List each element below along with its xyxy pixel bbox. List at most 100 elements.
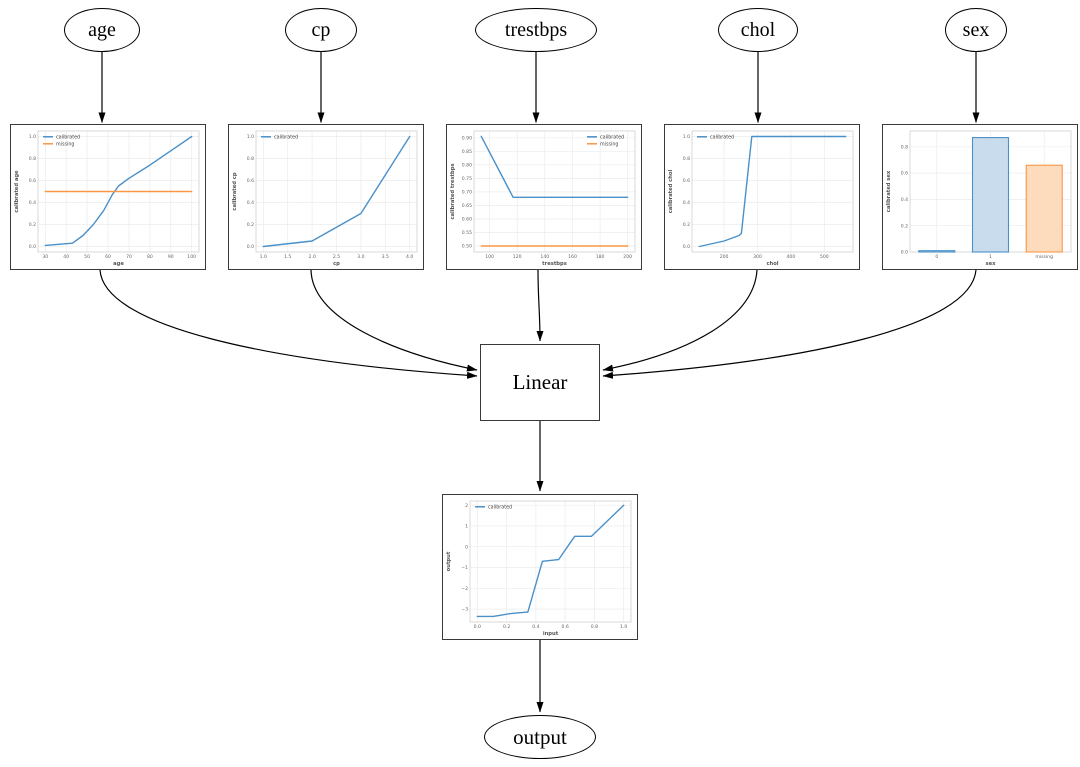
svg-text:1: 1 [989,254,992,260]
svg-text:calibrated: calibrated [56,135,80,141]
node-cp: cp [285,8,357,52]
svg-text:calibrated: calibrated [710,135,734,141]
svg-text:50: 50 [84,254,90,260]
svg-text:0.55: 0.55 [462,230,472,236]
svg-text:missing: missing [56,142,74,148]
svg-text:1.5: 1.5 [284,254,291,260]
svg-text:output: output [446,551,452,571]
node-chol: chol [718,8,798,52]
svg-text:0.8: 0.8 [591,624,598,630]
svg-text:0.85: 0.85 [462,149,472,155]
trestbps-calibration-chart: 100 120 140 160 180 200 0.50 0.55 0.60 0.65 0.70 0.… [450,130,636,267]
svg-text:0.4: 0.4 [683,200,690,206]
svg-text:160: 160 [568,254,577,260]
svg-text:40: 40 [63,254,69,260]
svg-text:70: 70 [126,254,132,260]
calibration-plot-trestbps: 100 120 140 160 180 200 0.50 0.55 0.60 0.65 0.70 0.… [446,124,642,270]
svg-text:calibrated: calibrated [488,505,512,511]
svg-text:missing: missing [600,142,618,148]
svg-text:0.0: 0.0 [474,624,481,630]
svg-text:0.90: 0.90 [462,135,472,141]
svg-text:calibrated: calibrated [274,135,298,141]
svg-text:0.0: 0.0 [901,250,908,256]
svg-text:calibrated trestbps: calibrated trestbps [450,163,456,219]
svg-text:−1: −1 [461,565,468,571]
svg-text:0.60: 0.60 [462,217,472,223]
svg-text:100: 100 [187,254,196,260]
svg-text:calibrated cp: calibrated cp [232,172,238,210]
svg-text:0.0: 0.0 [247,244,254,250]
svg-text:1.0: 1.0 [620,624,627,630]
svg-text:0.8: 0.8 [683,156,690,162]
svg-text:0.2: 0.2 [901,223,908,229]
svg-text:0.6: 0.6 [29,178,36,184]
svg-text:0.65: 0.65 [462,203,472,209]
svg-text:0.4: 0.4 [901,197,908,203]
svg-text:0.6: 0.6 [683,178,690,184]
svg-text:1.0: 1.0 [29,134,36,140]
node-trestbps: trestbps [475,8,597,52]
svg-text:input: input [543,631,559,637]
svg-text:140: 140 [540,254,549,260]
svg-text:0.70: 0.70 [462,190,472,196]
svg-text:0.6: 0.6 [561,624,568,630]
svg-text:calibrated: calibrated [600,135,624,141]
svg-text:calibrated chol: calibrated chol [668,170,674,214]
svg-text:1.0: 1.0 [683,134,690,140]
svg-text:200: 200 [623,254,632,260]
svg-text:0: 0 [935,254,938,260]
node-linear: Linear [480,344,600,421]
svg-text:−3: −3 [461,607,468,613]
output-calibration-chart: 0.0 0.2 0.4 0.6 0.8 1.0 −3 −2 −1 0 1 2 input output ca… [446,500,632,637]
svg-text:0: 0 [465,544,468,550]
svg-text:3.0: 3.0 [357,254,364,260]
svg-text:2: 2 [465,503,468,509]
svg-text:120: 120 [513,254,522,260]
svg-text:2.0: 2.0 [308,254,315,260]
svg-text:0.0: 0.0 [29,244,36,250]
svg-text:0.4: 0.4 [29,200,36,206]
svg-text:0.2: 0.2 [503,624,510,630]
svg-text:0.0: 0.0 [683,244,690,250]
svg-text:0.4: 0.4 [532,624,539,630]
svg-text:0.6: 0.6 [247,178,254,184]
svg-text:0.2: 0.2 [29,222,36,228]
svg-text:80: 80 [147,254,153,260]
svg-text:500: 500 [820,254,829,260]
svg-text:0.8: 0.8 [247,156,254,162]
svg-text:0.50: 0.50 [462,244,472,250]
svg-text:1: 1 [465,524,468,530]
svg-text:0.6: 0.6 [901,171,908,177]
svg-text:chol: chol [766,261,778,267]
svg-text:180: 180 [596,254,605,260]
svg-text:sex: sex [986,261,997,267]
svg-text:calibrated age: calibrated age [14,170,20,213]
output-calibration-plot: 0.0 0.2 0.4 0.6 0.8 1.0 −3 −2 −1 0 1 2 input output ca… [442,494,638,640]
svg-text:0.8: 0.8 [29,156,36,162]
svg-text:4.0: 4.0 [406,254,413,260]
svg-text:0.2: 0.2 [683,222,690,228]
svg-text:−2: −2 [461,586,468,592]
svg-text:3.5: 3.5 [382,254,389,260]
svg-text:60: 60 [105,254,111,260]
svg-text:calibrated sex: calibrated sex [886,170,892,212]
svg-text:2.5: 2.5 [333,254,340,260]
svg-text:400: 400 [787,254,796,260]
svg-text:0.2: 0.2 [247,222,254,228]
node-output: output [484,715,596,759]
svg-text:0.80: 0.80 [462,162,472,168]
svg-text:1.0: 1.0 [260,254,267,260]
svg-text:0.75: 0.75 [462,176,472,182]
svg-text:100: 100 [485,254,494,260]
svg-text:missing: missing [1035,254,1053,260]
node-age: age [64,8,140,52]
svg-text:trestbps: trestbps [542,261,567,267]
